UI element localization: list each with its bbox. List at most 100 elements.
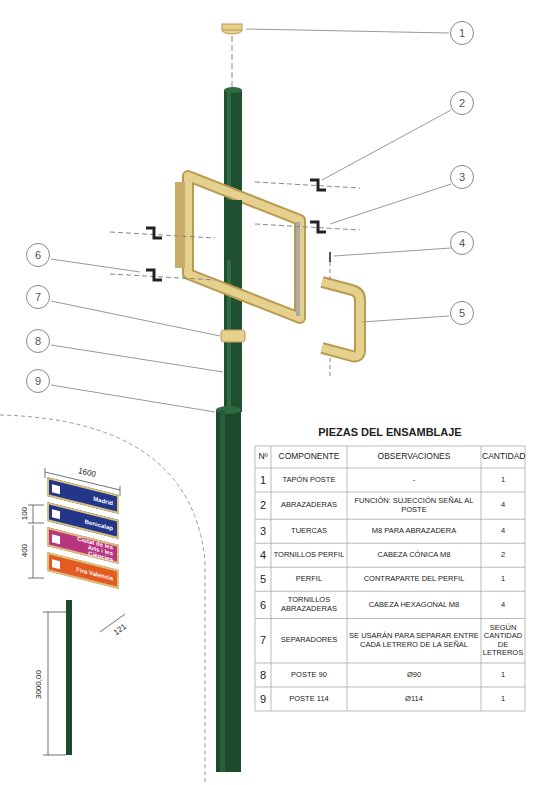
- table-cell: 5: [256, 573, 270, 586]
- table-cell: 2: [256, 499, 270, 512]
- table-cell: SEPARADORES: [281, 635, 338, 644]
- table-cell: 4: [482, 501, 524, 510]
- dimension: 400: [20, 536, 29, 566]
- dimension: 1600: [77, 466, 96, 479]
- table-rule: [255, 618, 525, 619]
- table-cell: 7: [256, 634, 270, 647]
- dimension: 100: [20, 499, 29, 529]
- table-cell: TAPÓN POSTE: [272, 476, 346, 485]
- callout-circle: 6: [26, 243, 50, 267]
- table-cell: POSTE 90: [272, 671, 346, 680]
- table-cell: 1: [256, 474, 270, 487]
- callout-number: 3: [459, 171, 465, 183]
- table-cell: 9: [256, 693, 270, 706]
- table-cell: 1: [482, 476, 524, 485]
- callout-circle: 9: [26, 369, 50, 393]
- table-cell: 5: [260, 573, 266, 585]
- table-rule: [347, 446, 348, 711]
- table-cell: 4: [482, 601, 524, 610]
- dimension: 100: [20, 507, 29, 520]
- table-cell: POSTE 114: [289, 694, 328, 703]
- table-cell: FUNCIÓN: SUJECCIÓN SEÑAL AL POSTE: [355, 496, 474, 514]
- sign-text: Fira Valencia: [76, 566, 113, 581]
- callout-number: 2: [459, 97, 465, 109]
- table-cell: FUNCIÓN: SUJECCIÓN SEÑAL AL POSTE: [348, 497, 480, 514]
- table-rule: [255, 663, 525, 664]
- table-cell: TUERCAS: [272, 527, 346, 536]
- table-rule: [255, 519, 525, 520]
- table-cell: -: [348, 476, 480, 485]
- table-cell: SEGÚN CANTIDAD DE LETREROS: [483, 623, 523, 658]
- table-cell: CONTRAPARTE DEL PERFIL: [364, 574, 465, 583]
- sign-icon: [52, 484, 60, 494]
- table-header: Nº: [258, 451, 267, 461]
- table-rule: [255, 687, 525, 688]
- table-cell: 3: [256, 525, 270, 538]
- table-rule: [271, 446, 272, 711]
- table-rule: [255, 446, 525, 447]
- sign-text: Madrid: [93, 495, 113, 506]
- table-cell: SEPARADORES: [272, 636, 346, 645]
- table-rule: [525, 446, 526, 711]
- table-cell: POSTE 114: [272, 695, 346, 704]
- table-cell: CABEZA CÓNICA M8: [378, 550, 451, 559]
- sign-text: Benicalap: [85, 518, 113, 531]
- table-cell: 7: [260, 634, 266, 646]
- callout-number: 9: [35, 375, 41, 387]
- table-cell: 8: [260, 669, 266, 681]
- callout-number: 8: [35, 335, 41, 347]
- table-cell: CONTRAPARTE DEL PERFIL: [348, 575, 480, 584]
- callout-number: 6: [35, 249, 41, 261]
- callout-number: 1: [459, 27, 465, 39]
- table-cell: 4: [482, 527, 524, 536]
- table-title: PIEZAS DEL ENSAMBLAJE: [318, 426, 461, 438]
- dimension: 121: [112, 622, 128, 637]
- table-cell: 4: [260, 549, 266, 561]
- callout-circle: 1: [450, 21, 474, 45]
- table-cell: TAPÓN POSTE: [283, 475, 336, 484]
- callout-circle: 8: [26, 329, 50, 353]
- table-header: COMPONENTE: [272, 452, 346, 462]
- table-rule: [255, 567, 525, 568]
- table-rule: [255, 446, 256, 711]
- dimension: 3000,00: [34, 660, 43, 710]
- table-cell: SE USARÁN PARA SEPARAR ENTRE CADA LETRER…: [348, 632, 480, 649]
- table-cell: 8: [256, 669, 270, 682]
- table-rule: [255, 492, 525, 493]
- table-cell: Ø90: [348, 671, 480, 680]
- callout-number: 5: [459, 307, 465, 319]
- table-cell: 1: [482, 671, 524, 680]
- table-cell: 6: [260, 599, 266, 611]
- table-rule: [481, 446, 482, 711]
- callout-circle: 7: [26, 285, 50, 309]
- table-cell: TORNILLOS ABRAZADERAS: [281, 595, 337, 613]
- sign-icon: [52, 534, 60, 544]
- table-cell: SE USARÁN PARA SEPARAR ENTRE CADA LETRER…: [349, 631, 479, 649]
- dimension: 1600: [71, 465, 102, 481]
- table-cell: M8 PARA ABRAZADERA: [372, 526, 456, 535]
- table-cell: 1: [482, 695, 524, 704]
- table-rule: [255, 543, 525, 544]
- table-cell: 4: [501, 500, 505, 509]
- table-cell: 6: [256, 599, 270, 612]
- table-cell: 1: [501, 574, 505, 583]
- table-cell: 1: [260, 474, 266, 486]
- table-cell: ABRAZADERAS: [281, 500, 337, 509]
- table-cell: 4: [501, 526, 505, 535]
- callout-circle: 5: [450, 301, 474, 325]
- table-cell: CABEZA HEXAGONAL M8: [348, 601, 480, 610]
- table-cell: POSTE 90: [291, 670, 327, 679]
- table-cell: 4: [256, 549, 270, 562]
- table-cell: 3: [260, 525, 266, 537]
- table-cell: PERFIL: [272, 575, 346, 584]
- table-header: COMPONENTE: [279, 451, 340, 461]
- table-cell: 4: [501, 600, 505, 609]
- table-header: CANTIDAD: [482, 452, 524, 462]
- dimension: 121: [108, 619, 133, 640]
- table-cell: SEGÚN CANTIDAD DE LETREROS: [482, 624, 524, 659]
- table-cell: 2: [501, 550, 505, 559]
- sign-icon: [52, 559, 60, 569]
- table-title: PIEZAS DEL ENSAMBLAJE: [255, 426, 525, 439]
- table-cell: Ø90: [407, 670, 421, 679]
